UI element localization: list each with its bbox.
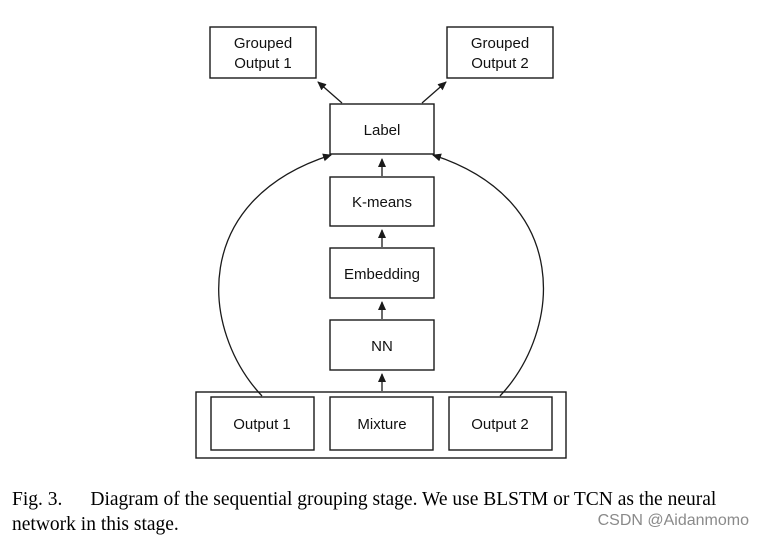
figure-caption: Fig. 3.Diagram of the sequential groupin… bbox=[12, 487, 757, 537]
embedding-node-text: Embedding bbox=[344, 266, 420, 283]
grouped-output-1-line1: Grouped bbox=[234, 35, 292, 52]
edge-label-to-grouped-output-1 bbox=[317, 81, 343, 104]
grouped-output-2-line2: Output 2 bbox=[471, 55, 529, 72]
edge-output-1-to-label bbox=[218, 153, 332, 397]
input-group-frame bbox=[195, 391, 567, 459]
output-1-node: Output 1 bbox=[210, 396, 315, 451]
grouped-output-2-line1: Grouped bbox=[471, 35, 529, 52]
kmeans-node: K-means bbox=[329, 176, 435, 227]
grouped-output-2-node: Grouped Output 2 bbox=[446, 26, 554, 79]
output-2-node-text: Output 2 bbox=[471, 416, 529, 433]
label-node: Label bbox=[329, 103, 435, 155]
grouped-output-1-node: Grouped Output 1 bbox=[209, 26, 317, 79]
nn-node: NN bbox=[329, 319, 435, 371]
figure-caption-text: Diagram of the sequential grouping stage… bbox=[12, 489, 717, 535]
edge-label-to-grouped-output-2 bbox=[421, 81, 447, 104]
output-1-node-text: Output 1 bbox=[233, 416, 291, 433]
embedding-node: Embedding bbox=[329, 247, 435, 299]
grouped-output-1-line2: Output 1 bbox=[234, 55, 292, 72]
mixture-node: Mixture bbox=[329, 396, 434, 451]
kmeans-node-text: K-means bbox=[352, 194, 412, 211]
nn-node-text: NN bbox=[371, 338, 393, 355]
output-2-node: Output 2 bbox=[448, 396, 553, 451]
watermark: CSDN @Aidanmomo bbox=[597, 512, 749, 529]
figure-caption-label: Fig. 3. bbox=[12, 489, 63, 510]
mixture-node-text: Mixture bbox=[357, 416, 406, 433]
sequential-grouping-diagram: Grouped Output 1 Grouped Output 2 Label … bbox=[195, 26, 567, 459]
label-node-text: Label bbox=[364, 122, 401, 139]
edge-output-2-to-label bbox=[432, 153, 544, 397]
